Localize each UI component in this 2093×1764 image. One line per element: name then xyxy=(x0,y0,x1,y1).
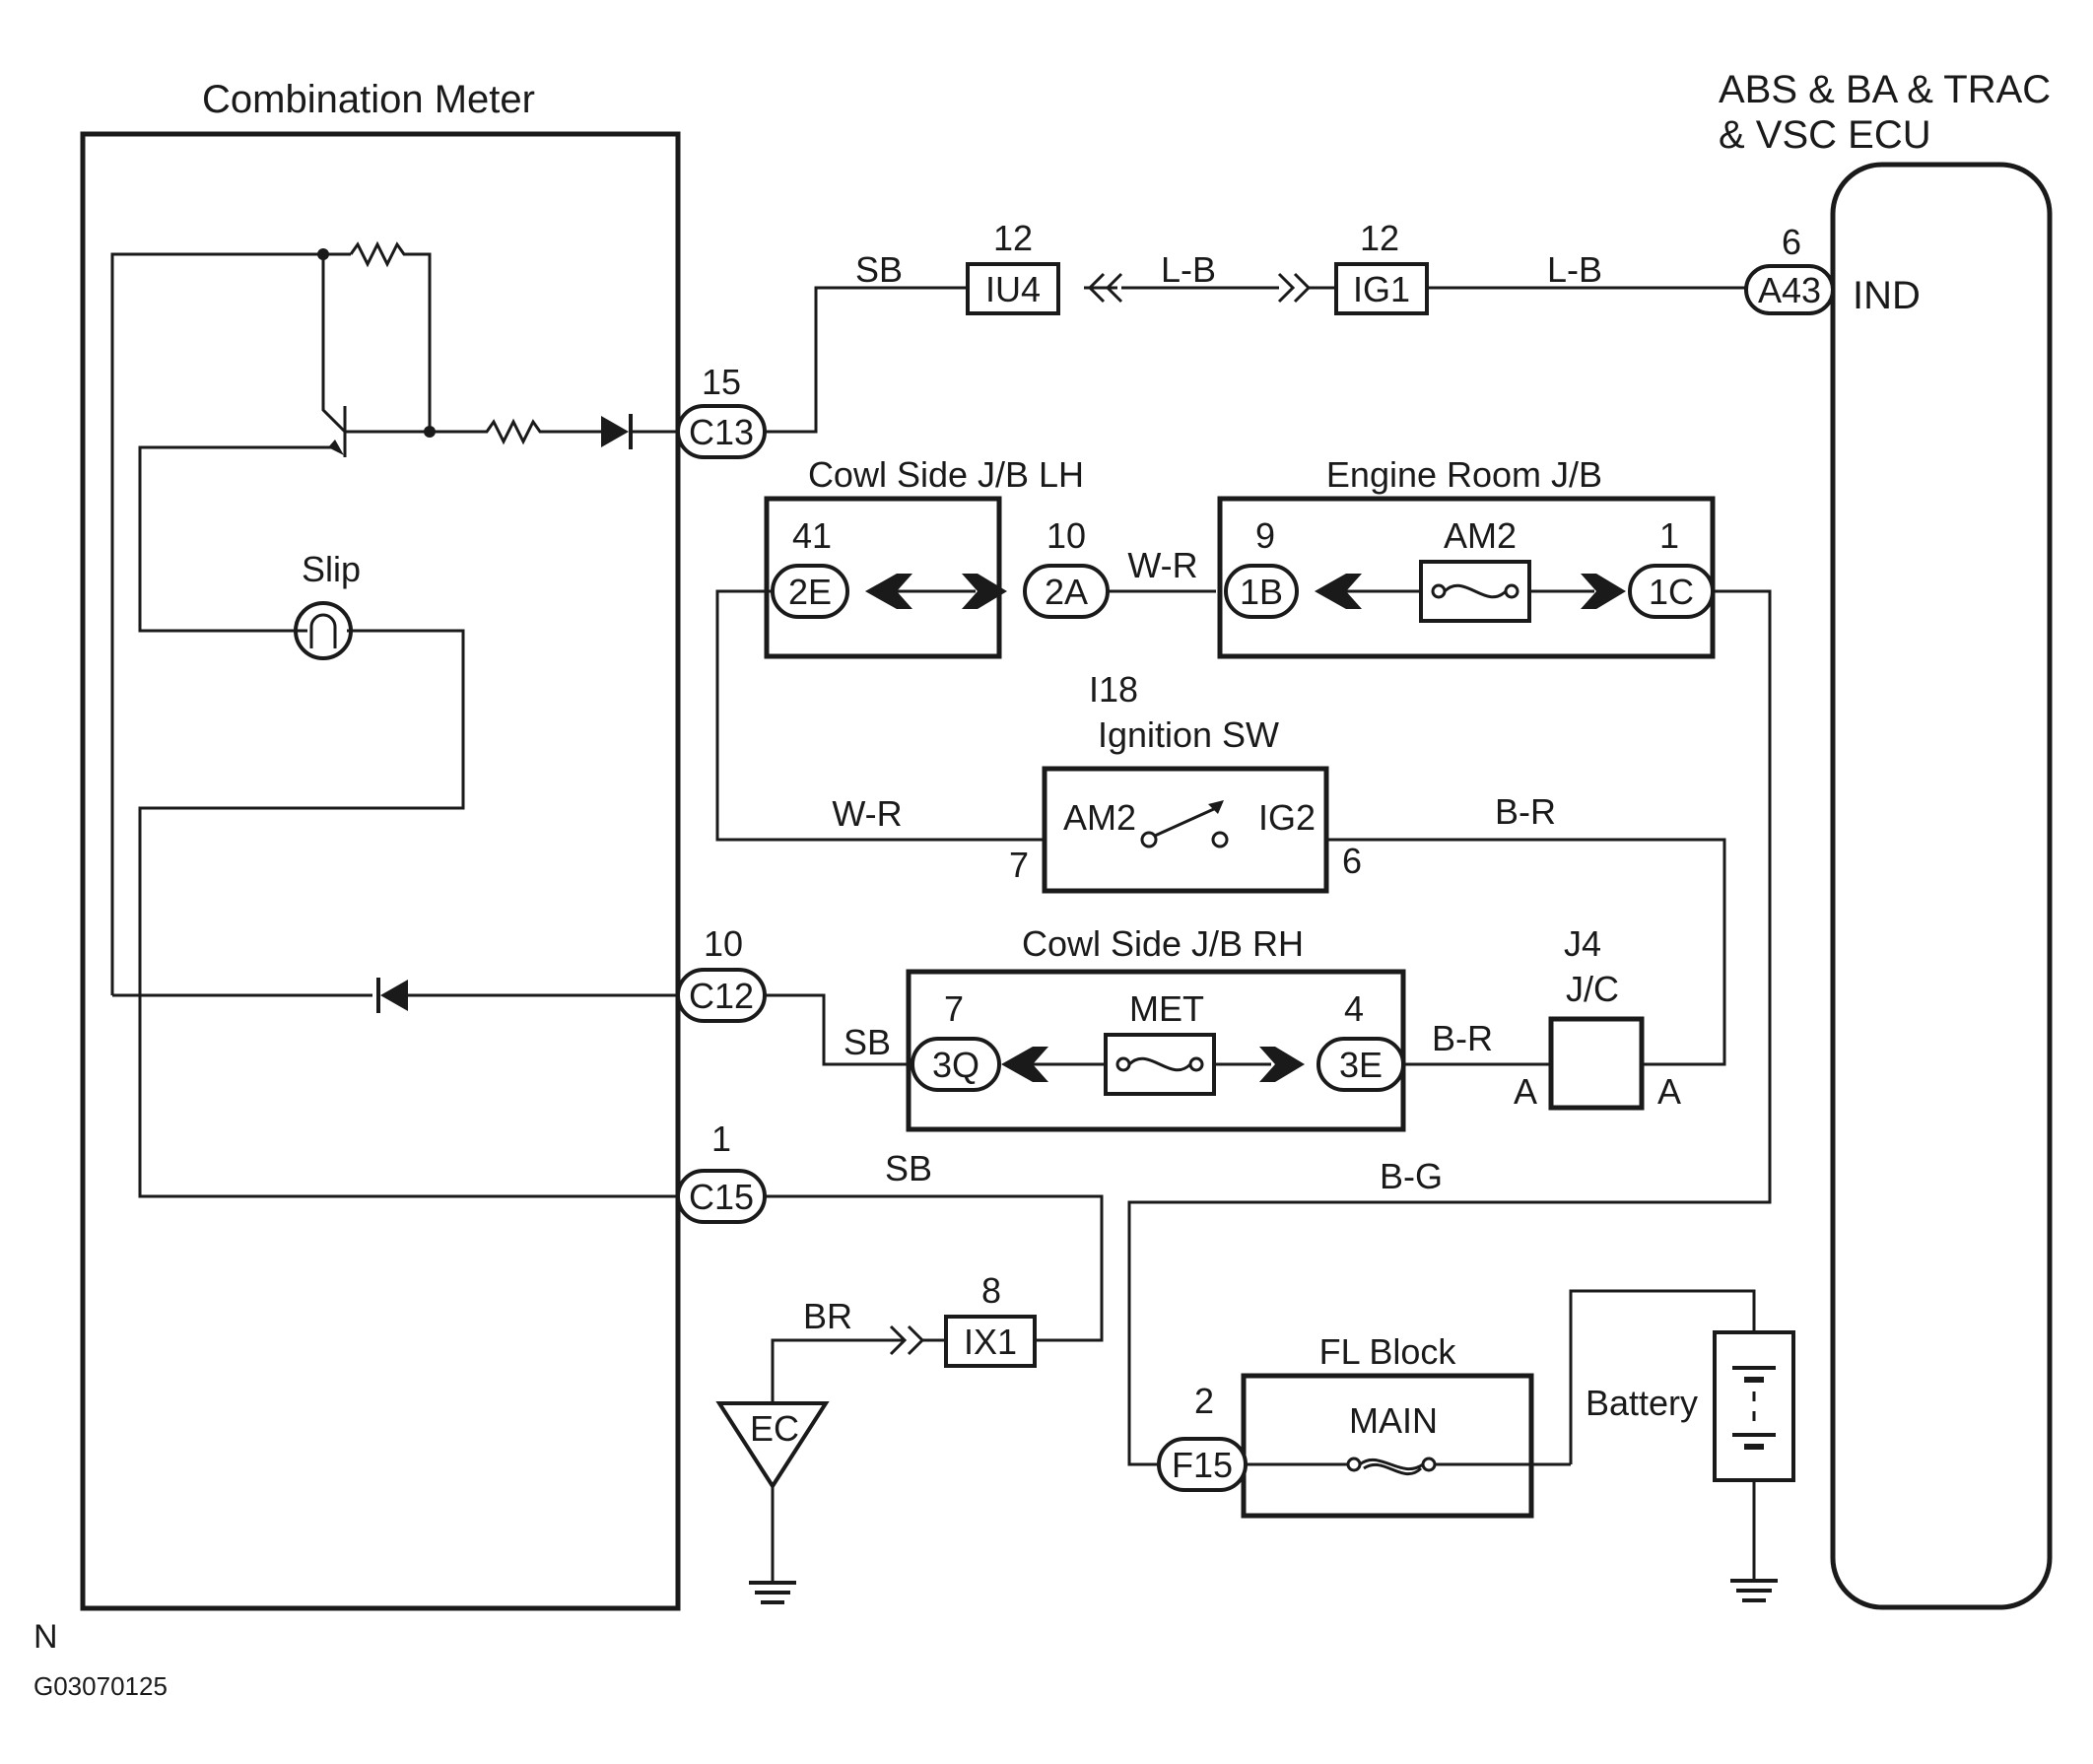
fl-block: FL Block MAIN F15 2 xyxy=(1157,1331,1571,1519)
ignition-id: I18 xyxy=(1089,669,1138,710)
connector-1c: 1C xyxy=(1649,572,1694,612)
connector-1b: 1B xyxy=(1240,572,1283,612)
wire-br-ground: BR xyxy=(803,1296,852,1336)
jc-pin-left: A xyxy=(1514,1071,1537,1112)
combination-meter-title: Combination Meter xyxy=(202,78,535,121)
ignition-title: Ignition SW xyxy=(1098,714,1279,755)
connector-ix1: IX1 xyxy=(964,1322,1017,1362)
connector-f15: F15 xyxy=(1172,1445,1233,1485)
wire-lb-left: L-B xyxy=(1161,249,1216,290)
wire-wr-sw: W-R xyxy=(832,793,902,834)
connector-3e: 3E xyxy=(1339,1045,1383,1085)
cowl-side-jb-lh: Cowl Side J/B LH 2E 41 2A 10 xyxy=(764,454,1110,659)
battery-label: Battery xyxy=(1586,1383,1698,1423)
slip-label: Slip xyxy=(302,549,361,589)
connector-3q: 3Q xyxy=(932,1045,979,1085)
ignition-switch: I18 Ignition SW AM2 IG2 7 6 xyxy=(1009,669,1362,894)
battery: Battery xyxy=(1586,1330,1795,1482)
abs-ecu: ABS & BA & TRAC & VSC ECU IND xyxy=(1719,68,2053,1610)
connector-2a-pin: 10 xyxy=(1046,515,1086,556)
jc-pin-right: A xyxy=(1657,1071,1681,1112)
battery-cell-icon xyxy=(1732,1366,1776,1450)
wire-sb-top: SB xyxy=(855,249,903,290)
cowl-lh-title: Cowl Side J/B LH xyxy=(808,454,1084,495)
connector-c15: C15 xyxy=(689,1177,754,1217)
connector-3q-pin: 7 xyxy=(944,988,964,1029)
cowl-side-jb-rh: Cowl Side J/B RH 3Q 7 MET 3E 4 xyxy=(906,923,1406,1132)
connector-ix1-pin: 8 xyxy=(981,1270,1001,1311)
connector-c12-pin: 10 xyxy=(704,923,743,964)
main-fusible-link-icon xyxy=(1346,1457,1437,1476)
connector-iu4-pin: 12 xyxy=(993,218,1033,258)
cowl-rh-title: Cowl Side J/B RH xyxy=(1022,923,1304,964)
connector-c12: C12 xyxy=(689,976,754,1016)
footer-code: G03070125 xyxy=(34,1671,168,1701)
ecu-title-line2: & VSC ECU xyxy=(1719,113,1931,157)
ground-icon xyxy=(749,1581,796,1604)
connector-3e-pin: 4 xyxy=(1344,988,1364,1029)
connector-1b-pin: 9 xyxy=(1255,515,1275,556)
meter-connectors: C13 15 C12 10 C15 1 xyxy=(676,362,767,1224)
wire-wr-jb: W-R xyxy=(1127,545,1197,585)
footer-letter: N xyxy=(34,1618,58,1656)
ix1-connector: IX1 8 xyxy=(889,1270,1037,1368)
jc-id: J4 xyxy=(1564,923,1601,964)
connector-c13-pin: 15 xyxy=(702,362,741,402)
main-fuse-label: MAIN xyxy=(1349,1400,1438,1441)
wire-br-sw: B-R xyxy=(1495,791,1556,832)
connector-1c-pin: 1 xyxy=(1659,515,1679,556)
switch-am2: AM2 xyxy=(1063,797,1136,838)
switch-pin-6: 6 xyxy=(1342,841,1362,881)
fl-block-title: FL Block xyxy=(1319,1331,1457,1372)
switch-pin-7: 7 xyxy=(1009,845,1029,885)
connector-2a: 2A xyxy=(1045,572,1088,612)
jc-name: J/C xyxy=(1566,969,1619,1009)
switch-contact-icon xyxy=(1140,800,1229,848)
wire-sb-c12: SB xyxy=(844,1022,891,1062)
battery-ground-icon xyxy=(1730,1579,1778,1602)
junction-connector-j4: J4 J/C A A xyxy=(1514,923,1681,1112)
wire-sb-c15: SB xyxy=(885,1148,932,1188)
connector-f15-pin: 2 xyxy=(1194,1381,1214,1421)
connector-2e: 2E xyxy=(788,572,832,612)
connector-2e-pin: 41 xyxy=(792,515,832,556)
combination-meter: Combination Meter Slip xyxy=(80,78,686,1611)
connector-a43: A43 xyxy=(1758,270,1821,310)
engine-room-jb: Engine Room J/B 1B 9 AM2 1C 1 xyxy=(1217,454,1716,659)
engine-room-title: Engine Room J/B xyxy=(1326,454,1602,495)
connector-ig1: IG1 xyxy=(1353,269,1410,309)
ecu-title-line1: ABS & BA & TRAC xyxy=(1719,68,2051,111)
connector-iu4: IU4 xyxy=(985,269,1041,309)
am2-fuse-icon xyxy=(1431,583,1519,599)
wire-bg: B-G xyxy=(1380,1156,1443,1196)
ground-ec-label: EC xyxy=(750,1408,799,1449)
ground-ec: EC xyxy=(715,1401,830,1604)
switch-ig2: IG2 xyxy=(1258,797,1316,838)
met-fuse-label: MET xyxy=(1129,988,1204,1029)
am2-fuse-label: AM2 xyxy=(1444,515,1517,556)
wire-lb-right: L-B xyxy=(1547,249,1602,290)
wire-br-jc: B-R xyxy=(1432,1018,1493,1058)
indicator-line: SB L-B L-B IU4 12 IG1 12 A43 6 xyxy=(765,218,1835,434)
connector-c13: C13 xyxy=(689,412,754,452)
connector-a43-pin: 6 xyxy=(1782,222,1801,262)
connector-ig1-pin: 12 xyxy=(1360,218,1399,258)
connector-c15-pin: 1 xyxy=(711,1119,731,1159)
slip-indicator-lamp-icon xyxy=(294,601,353,660)
ecu-ind-terminal: IND xyxy=(1853,274,1921,317)
met-fuse-icon xyxy=(1115,1056,1204,1072)
